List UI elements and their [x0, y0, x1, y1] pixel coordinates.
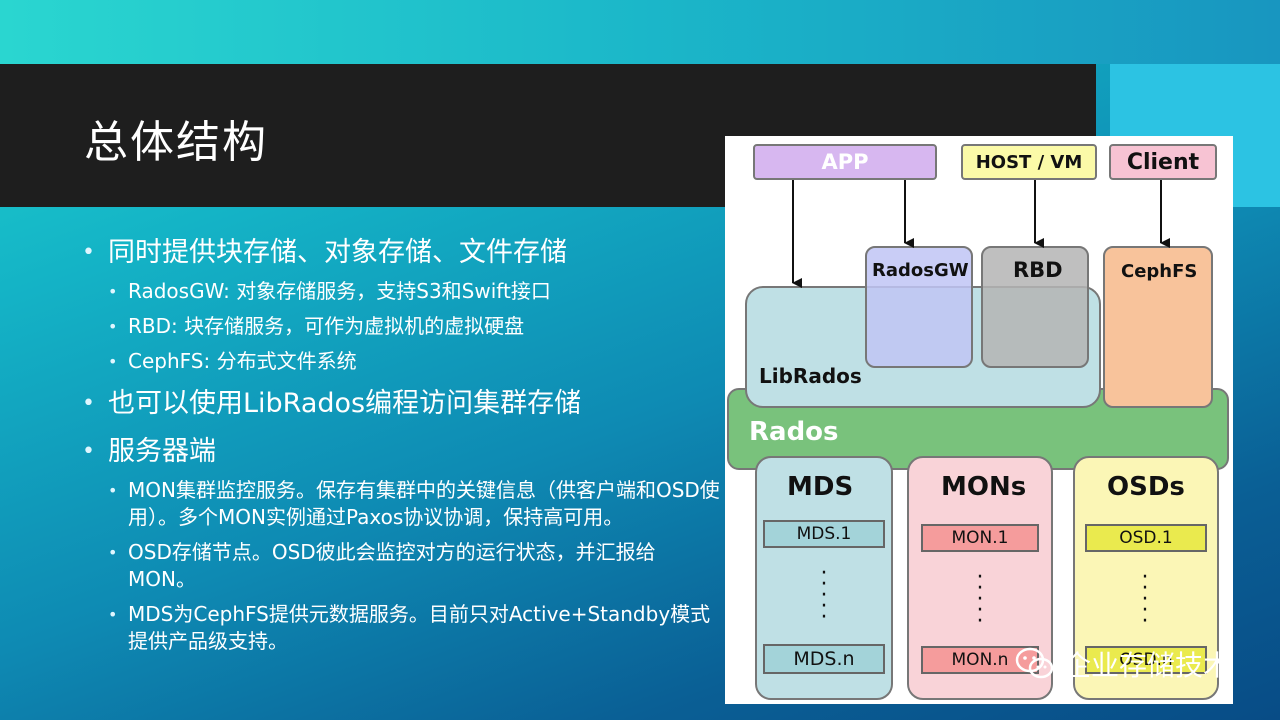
arrows-svg [792, 180, 1170, 288]
mon-1-instance: MON.1 [921, 524, 1039, 552]
mds-n-instance: MDS.n [763, 644, 885, 674]
osds-label: OSDs [1107, 472, 1185, 502]
osd-1-instance: OSD.1 [1085, 524, 1207, 552]
bullet-storage-subs: RadosGW: 对象存储服务，支持S3和Swift接口 RBD: 块存储服务，… [82, 278, 722, 375]
bullet-rbd: RBD: 块存储服务，可作为虚拟机的虚拟硬盘 [82, 313, 722, 340]
rbd-box [981, 246, 1089, 368]
rbd-label: RBD [1013, 258, 1063, 282]
bullet-server-subs: MON集群监控服务。保存有集群中的关键信息（供客户端和OSD使用）。多个MON实… [82, 477, 722, 655]
wechat-icon [1015, 647, 1054, 679]
cephfs-label: CephFS [1121, 261, 1198, 282]
radosgw-box [865, 246, 973, 368]
slide-title: 总体结构 [84, 117, 268, 168]
osds-ellipsis: ····· [1141, 565, 1149, 634]
bullet-mds: MDS为CephFS提供元数据服务。目前只对Active+Standby模式提供… [82, 601, 722, 655]
client-box: Client [1109, 144, 1217, 180]
top-strip [0, 0, 1280, 64]
app-box: APP [753, 144, 937, 180]
title-bar: 总体结构 [0, 64, 1096, 207]
cephfs-box [1103, 246, 1213, 408]
bullet-mon: MON集群监控服务。保存有集群中的关键信息（供客户端和OSD使用）。多个MON实… [82, 477, 722, 531]
mons-label: MONs [941, 472, 1027, 502]
bullet-librados: 也可以使用LibRados编程访问集群存储 [82, 387, 722, 421]
librados-label: LibRados [759, 364, 862, 388]
osd-n-instance: OSD.n [1085, 646, 1207, 674]
rados-label: Rados [749, 417, 839, 447]
bullet-list: 同时提供块存储、对象存储、文件存储 RadosGW: 对象存储服务，支持S3和S… [82, 236, 722, 667]
mons-ellipsis: ····· [976, 565, 984, 634]
mds-ellipsis: ····· [820, 561, 828, 630]
watermark-text: 企业存储技术 [1063, 649, 1232, 682]
bullet-storage-types: 同时提供块存储、对象存储、文件存储 [82, 236, 722, 270]
architecture-diagram: Rados LibRados RadosGW RBD CephFS APP HO… [725, 136, 1233, 704]
bullet-cephfs: CephFS: 分布式文件系统 [82, 348, 722, 375]
radosgw-label: RadosGW [872, 260, 969, 281]
mon-n-instance: MON.n [921, 646, 1039, 674]
bullet-osd: OSD存储节点。OSD彼此会监控对方的运行状态，并汇报给MON。 [82, 539, 722, 593]
host-vm-box: HOST / VM [961, 144, 1097, 180]
watermark: 企业存储技术 [1015, 640, 1265, 688]
bullet-server-side: 服务器端 [82, 435, 722, 469]
mds-1-instance: MDS.1 [763, 520, 885, 548]
mds-label: MDS [787, 472, 854, 502]
bullet-radosgw: RadosGW: 对象存储服务，支持S3和Swift接口 [82, 278, 722, 305]
